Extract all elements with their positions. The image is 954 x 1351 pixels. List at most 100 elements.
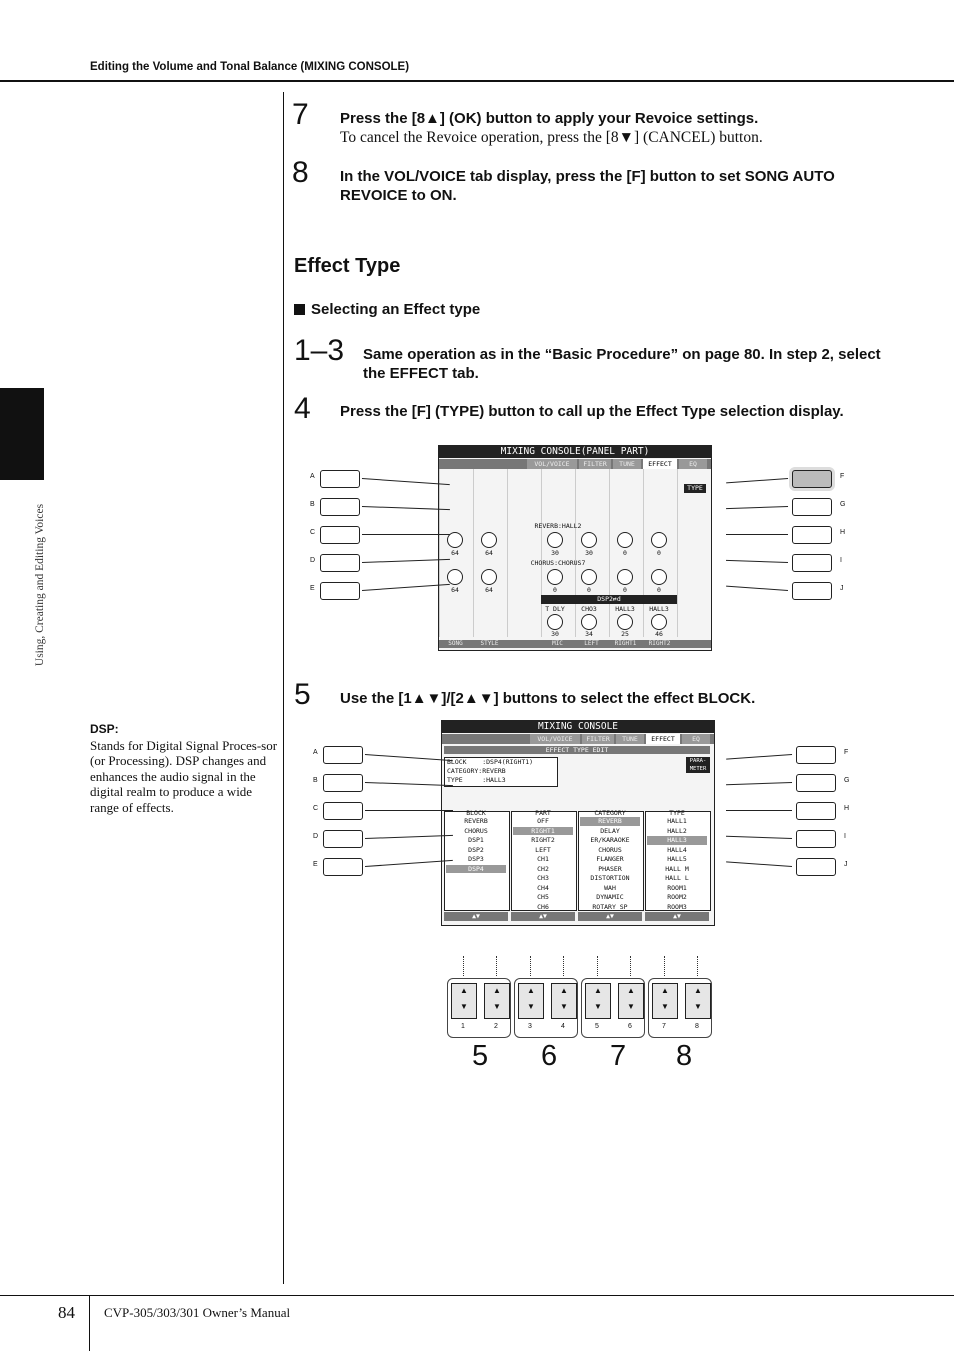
list-item[interactable]: HALL5	[667, 855, 687, 863]
list-item[interactable]: RIGHT2	[531, 836, 555, 844]
knob-icon[interactable]	[447, 569, 463, 585]
panel-button-g[interactable]	[792, 498, 832, 516]
panel-button-e[interactable]	[323, 858, 363, 876]
number-button-8[interactable]: ▲▼	[685, 983, 711, 1019]
panel-button-h[interactable]	[792, 526, 832, 544]
panel-button-j[interactable]	[796, 858, 836, 876]
knob-icon[interactable]	[481, 569, 497, 585]
lcd-tab-eq[interactable]: EQ	[679, 459, 707, 469]
knob-icon[interactable]	[547, 532, 563, 548]
list-item[interactable]: ROOM3	[667, 902, 687, 911]
knob-icon[interactable]	[651, 532, 667, 548]
list-item[interactable]: CHORUS	[598, 845, 622, 854]
knob-icon[interactable]	[617, 614, 633, 630]
knob-icon[interactable]	[651, 614, 667, 630]
number-button-2[interactable]: ▲▼	[484, 983, 510, 1019]
list-item[interactable]: FLANGER	[596, 855, 624, 863]
list-item[interactable]: ROOM2	[667, 893, 687, 901]
list-item[interactable]: HALL1	[667, 817, 687, 825]
knob-icon[interactable]	[617, 569, 633, 585]
panel-button-f[interactable]	[792, 470, 832, 488]
lcd-tab-tune[interactable]: TUNE	[616, 734, 644, 744]
knob-icon[interactable]	[481, 532, 497, 548]
lcd-tab-tune[interactable]: TUNE	[613, 459, 641, 469]
list-item[interactable]: WAH	[604, 883, 616, 892]
list-item[interactable]: CH1	[537, 855, 549, 863]
scroll-arrows-icon[interactable]: ▲▼	[578, 912, 642, 921]
list-item[interactable]: DSP2	[468, 845, 484, 854]
list-item[interactable]: REVERB	[464, 817, 488, 825]
list-item[interactable]: ROOM1	[667, 883, 687, 892]
panel-button-a[interactable]	[320, 470, 360, 488]
button-label: B	[310, 501, 315, 508]
lcd-tab-effect[interactable]: EFFECT	[643, 459, 677, 469]
knob-icon[interactable]	[651, 569, 667, 585]
parameter-button[interactable]: PARA-METER	[686, 757, 710, 773]
knob-icon[interactable]	[547, 569, 563, 585]
knob-icon[interactable]	[581, 569, 597, 585]
list-item[interactable]: DYNAMIC	[596, 893, 624, 901]
list-item[interactable]: CH4	[537, 883, 549, 892]
list-item[interactable]: CH2	[537, 864, 549, 873]
list-item[interactable]: DSP1	[468, 836, 484, 844]
panel-button-b[interactable]	[323, 774, 363, 792]
panel-button-d[interactable]	[323, 830, 363, 848]
list-item[interactable]: HALL L	[665, 874, 689, 882]
panel-button-h[interactable]	[796, 802, 836, 820]
knob-icon[interactable]	[581, 532, 597, 548]
scroll-arrows-icon[interactable]: ▲▼	[444, 912, 508, 921]
panel-button-d[interactable]	[320, 554, 360, 572]
panel-button-e[interactable]	[320, 582, 360, 600]
list-item[interactable]: CH6	[537, 902, 549, 911]
type-button[interactable]: TYPE	[684, 484, 706, 493]
list-item[interactable]: CH3	[537, 874, 549, 882]
knob-icon[interactable]	[617, 532, 633, 548]
scroll-arrows-icon[interactable]: ▲▼	[511, 912, 575, 921]
panel-button-b[interactable]	[320, 498, 360, 516]
list-item[interactable]: ROTARY SP	[592, 902, 628, 911]
list-item[interactable]: RIGHT1	[513, 826, 573, 835]
button-label: G	[844, 777, 850, 784]
panel-button-a[interactable]	[323, 746, 363, 764]
panel-button-i[interactable]	[792, 554, 832, 572]
number-button-1[interactable]: ▲▼	[451, 983, 477, 1019]
list-item[interactable]: ER/KARAOKE	[590, 836, 630, 844]
number-button-6[interactable]: ▲▼	[618, 983, 644, 1019]
list-item[interactable]: HALL2	[667, 826, 687, 835]
lcd-tab-filter[interactable]: FILTER	[582, 734, 614, 744]
footer-divider	[89, 1295, 90, 1351]
panel-button-g[interactable]	[796, 774, 836, 792]
list-item[interactable]: REVERB	[580, 817, 640, 826]
list-item[interactable]: HALL4	[667, 845, 687, 854]
knob-icon[interactable]	[547, 614, 563, 630]
list-item[interactable]: HALL M	[665, 864, 689, 873]
panel-button-c[interactable]	[323, 802, 363, 820]
dotted-leader	[563, 956, 565, 976]
panel-button-c[interactable]	[320, 526, 360, 544]
list-item[interactable]: HALL3	[647, 836, 707, 845]
lcd-tab-eq[interactable]: EQ	[682, 734, 710, 744]
list-item[interactable]: DSP3	[468, 855, 484, 863]
lcd-tab-vol-voice[interactable]: VOL/VOICE	[527, 459, 577, 469]
list-item[interactable]: LEFT	[535, 845, 551, 854]
list-item[interactable]: DELAY	[600, 826, 620, 835]
number-button-4[interactable]: ▲▼	[551, 983, 577, 1019]
list-item[interactable]: DISTORTION	[590, 874, 630, 882]
knob-icon[interactable]	[447, 532, 463, 548]
list-item[interactable]: CH5	[537, 893, 549, 901]
scroll-arrows-icon[interactable]: ▲▼	[645, 912, 709, 921]
panel-button-f[interactable]	[796, 746, 836, 764]
panel-button-i[interactable]	[796, 830, 836, 848]
panel-button-j[interactable]	[792, 582, 832, 600]
list-item[interactable]: DSP4	[446, 864, 506, 873]
lcd-tab-vol-voice[interactable]: VOL/VOICE	[530, 734, 580, 744]
number-button-3[interactable]: ▲▼	[518, 983, 544, 1019]
number-button-5[interactable]: ▲▼	[585, 983, 611, 1019]
knob-icon[interactable]	[581, 614, 597, 630]
list-item[interactable]: PHASER	[598, 864, 622, 873]
number-button-7[interactable]: ▲▼	[652, 983, 678, 1019]
lcd-tab-filter[interactable]: FILTER	[579, 459, 611, 469]
list-item[interactable]: CHORUS	[464, 826, 488, 835]
lcd-tab-effect[interactable]: EFFECT	[646, 734, 680, 744]
list-item[interactable]: OFF	[537, 817, 549, 825]
